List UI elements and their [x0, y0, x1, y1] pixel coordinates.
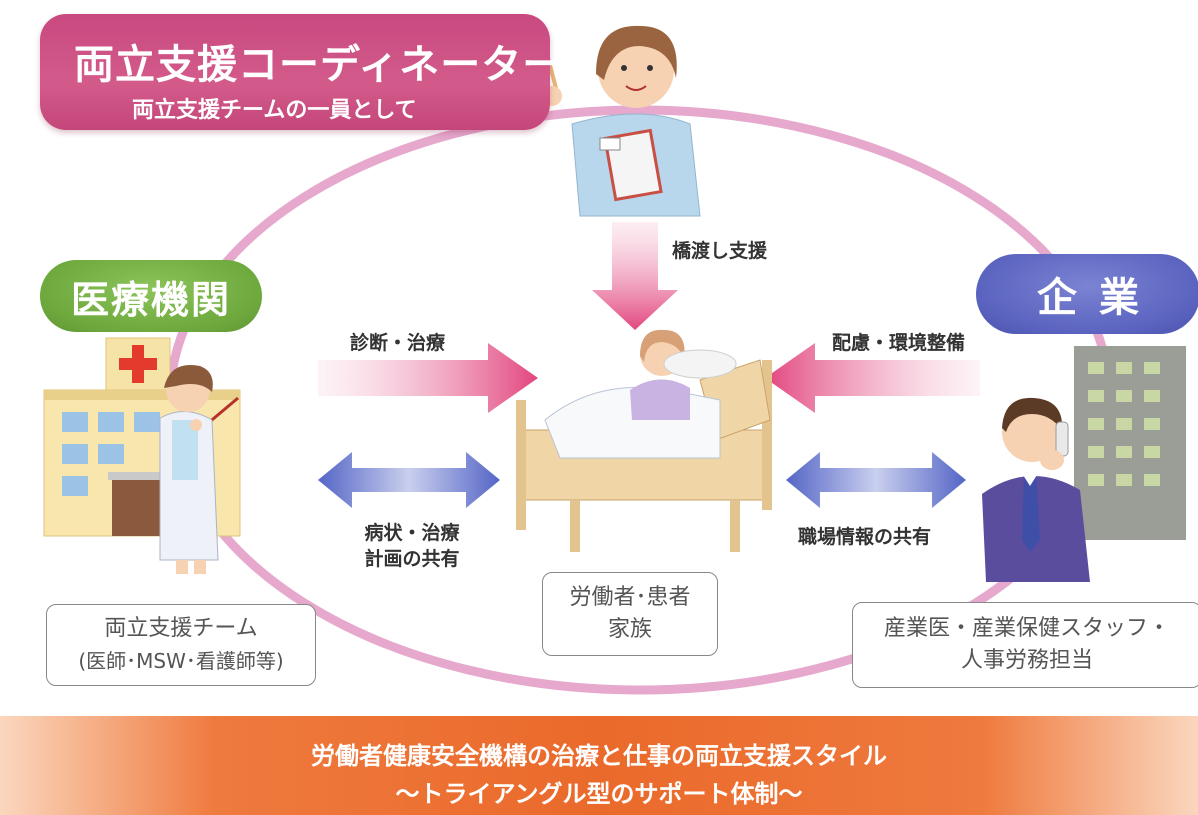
- occupational-health-line1: 産業医・産業保健スタッフ・: [883, 616, 1170, 641]
- consideration-arrow: [765, 343, 980, 413]
- bridge-support-text: 橋渡し支援: [672, 240, 768, 262]
- workplace-share-arrow: [786, 452, 966, 508]
- worker-patient-line1: 労働者･患者: [569, 585, 691, 610]
- consideration-environment-text: 配慮・環境整備: [832, 332, 966, 354]
- diagnosis-arrow: [318, 343, 538, 413]
- occupational-health-box: 産業医・産業保健スタッフ・ 人事労務担当: [852, 602, 1198, 688]
- symptom-plan-share-text: 病状・治療 計画の共有: [352, 520, 472, 572]
- banner-subtitle: ～トライアングル型のサポート体制～: [395, 780, 803, 808]
- worker-patient-line2: 家族: [607, 617, 652, 642]
- bridge-arrow: [592, 222, 678, 330]
- support-team-line2: (医師･MSW･看護師等): [78, 649, 284, 673]
- worker-patient-box: 労働者･患者 家族: [542, 572, 718, 656]
- workplace-info-share-text: 職場情報の共有: [798, 526, 932, 548]
- businessman-on-phone-icon: [982, 397, 1090, 582]
- patient-in-bed-icon: [516, 329, 772, 552]
- support-team-box: 両立支援チーム (医師･MSW･看護師等): [46, 604, 316, 686]
- bottom-banner: 労働者健康安全機構の治療と仕事の両立支援スタイル ～トライアングル型のサポート体…: [0, 716, 1198, 815]
- support-team-line1: 両立支援チーム: [104, 616, 258, 641]
- symptom-share-arrow: [318, 452, 500, 508]
- coordinator-subtitle: 両立支援チームの一員として: [132, 98, 417, 123]
- medical-institution-label: 医療機関: [40, 260, 262, 332]
- nurse-with-clipboard-icon: [542, 25, 701, 217]
- doctor-with-pointer-icon: [159, 364, 239, 574]
- diagnosis-treatment-text: 診断・治療: [350, 332, 446, 354]
- office-building-icon: [1074, 346, 1186, 540]
- symptom-plan-line1: 病状・治療: [364, 522, 460, 544]
- coordinator-panel: 両立支援コーディネーター 両立支援チームの一員として: [40, 14, 562, 130]
- company-label: 企業: [976, 254, 1198, 334]
- symptom-plan-line2: 計画の共有: [364, 548, 460, 570]
- occupational-health-line2: 人事労務担当: [960, 648, 1093, 673]
- coordinator-title: 両立支援コーディネーター: [74, 42, 564, 88]
- banner-title: 労働者健康安全機構の治療と仕事の両立支援スタイル: [311, 742, 887, 770]
